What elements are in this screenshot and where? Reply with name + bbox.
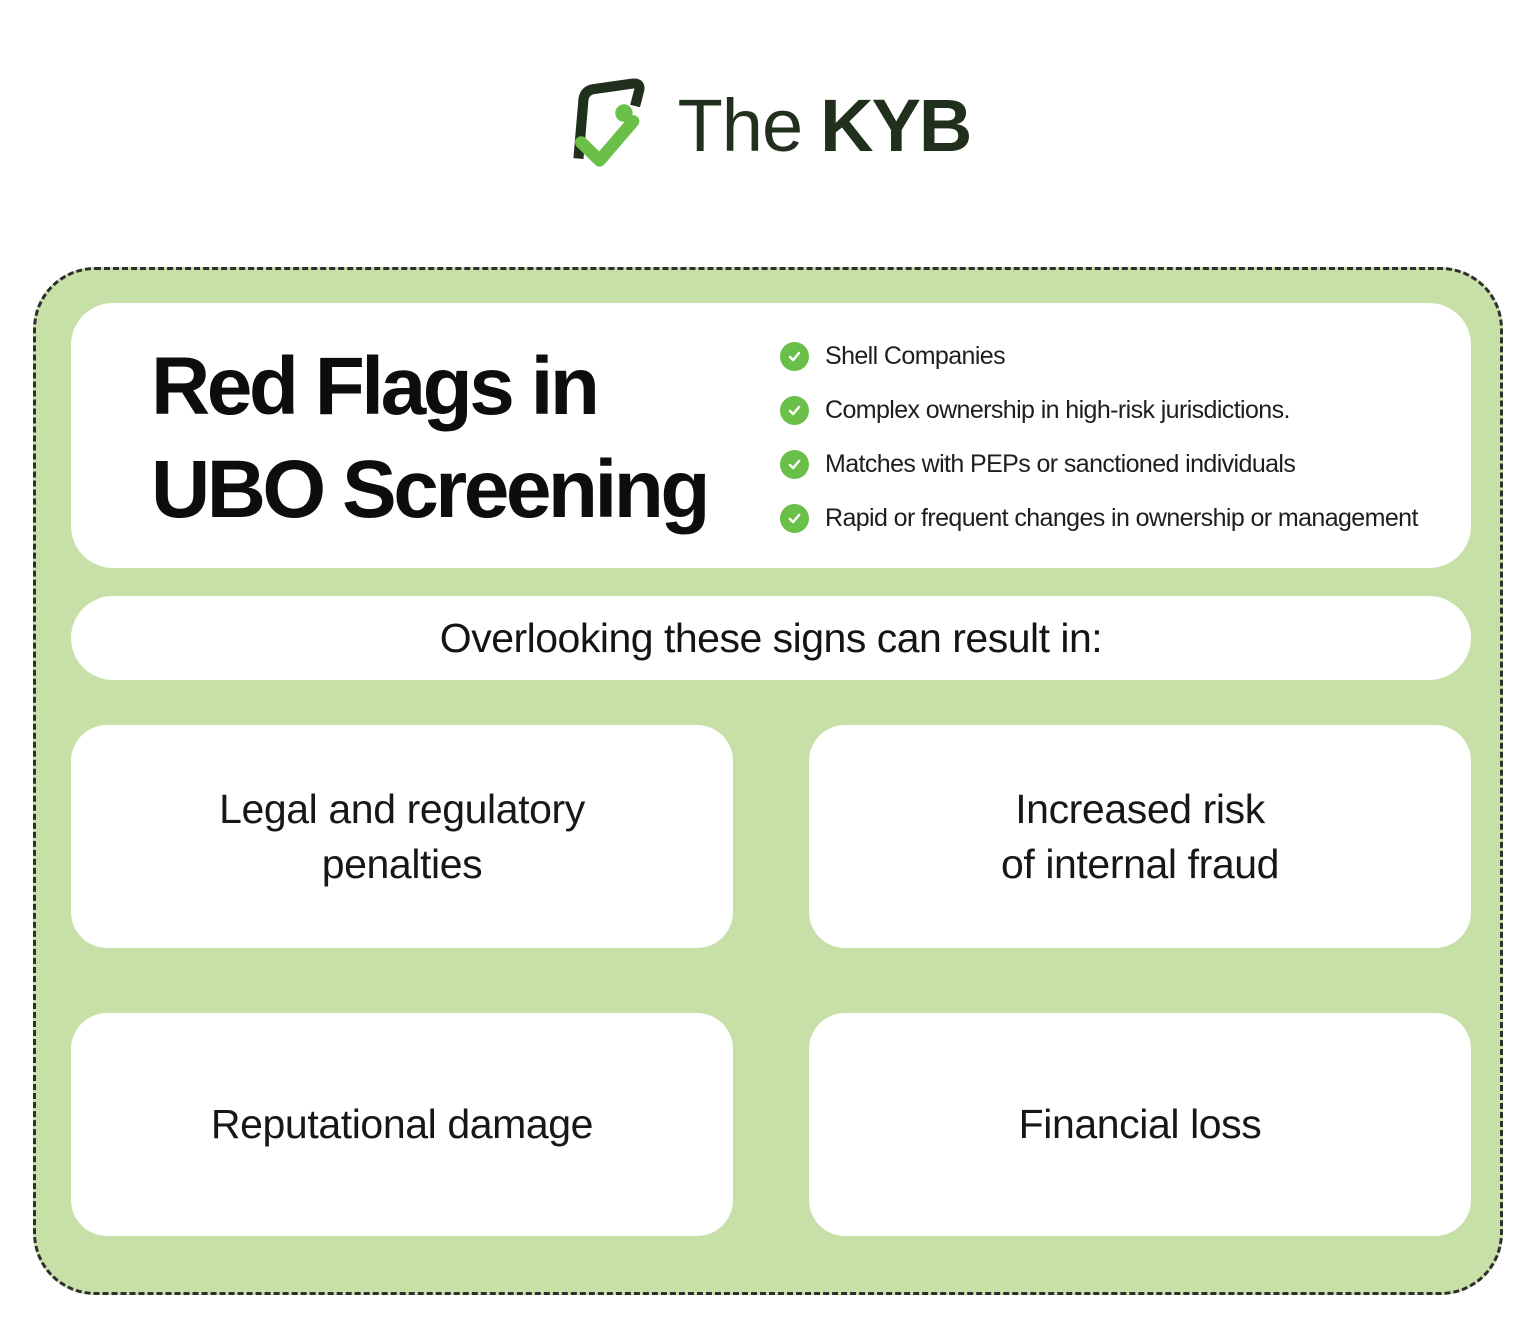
list-item-label: Matches with PEPs or sanctioned individu… xyxy=(825,449,1296,478)
result-card-reputational-damage: Reputational damage xyxy=(71,1013,733,1236)
consequences-band-label: Overlooking these signs can result in: xyxy=(439,614,1103,661)
list-item: Complex ownership in high-risk jurisdict… xyxy=(780,395,1418,425)
result-card-label: Legal and regulatory penalties xyxy=(219,786,585,887)
kyb-logo-wordmark: The KYB xyxy=(677,83,973,168)
list-item-label: Rapid or frequent changes in ownership o… xyxy=(825,503,1418,532)
result-card-legal-penalties: Legal and regulatory penalties xyxy=(71,725,733,948)
red-flag-list: Shell Companies Complex ownership in hig… xyxy=(780,341,1418,533)
list-item: Rapid or frequent changes in ownership o… xyxy=(780,503,1418,533)
check-icon xyxy=(780,503,809,533)
result-card-financial-loss: Financial loss xyxy=(809,1013,1471,1236)
result-card-internal-fraud: Increased risk of internal fraud xyxy=(809,725,1471,948)
kyb-logo: The KYB xyxy=(0,74,1536,176)
list-item-label: Complex ownership in high-risk jurisdict… xyxy=(825,395,1290,424)
page-title-line1: Red Flags in xyxy=(151,341,600,432)
consequences-band: Overlooking these signs can result in: xyxy=(71,596,1471,680)
list-item: Matches with PEPs or sanctioned individu… xyxy=(780,449,1418,479)
check-icon xyxy=(780,395,809,425)
result-card-label: Reputational damage xyxy=(210,1101,594,1148)
kyb-checkmark-shield-icon xyxy=(573,78,645,167)
check-icon xyxy=(780,449,809,479)
header-card: Red Flags in UBO Screening Shell Compani… xyxy=(71,303,1471,568)
result-card-label: Financial loss xyxy=(1018,1101,1262,1148)
logo-word-the: The xyxy=(677,83,804,167)
page-title: Red Flags in UBO Screening xyxy=(151,335,710,542)
list-item-label: Shell Companies xyxy=(825,341,1006,370)
result-card-label: Increased risk of internal fraud xyxy=(1000,786,1280,887)
list-item: Shell Companies xyxy=(780,341,1418,371)
green-dashed-panel: Red Flags in UBO Screening Shell Compani… xyxy=(33,267,1503,1295)
logo-word-kyb: KYB xyxy=(820,83,972,167)
page-title-line2: UBO Screening xyxy=(151,444,710,536)
check-icon xyxy=(780,341,809,371)
